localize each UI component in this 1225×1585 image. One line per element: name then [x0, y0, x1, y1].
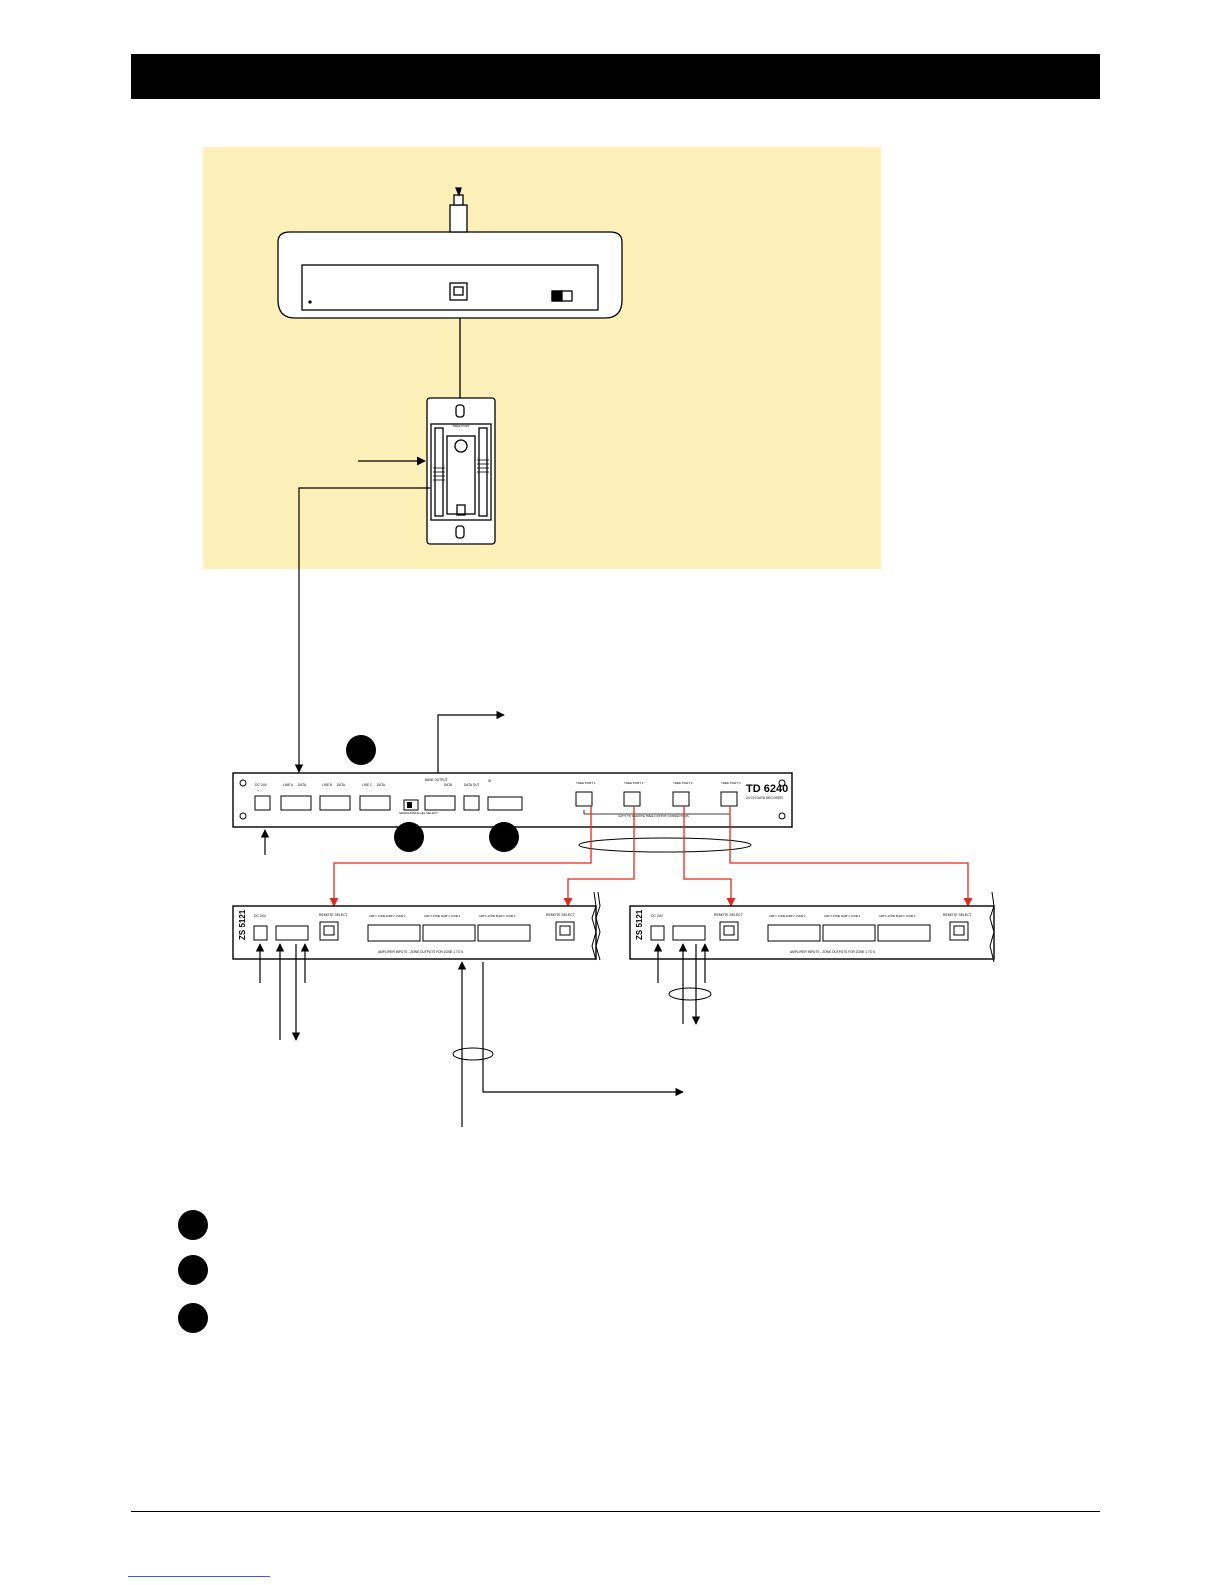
td-subtitle: 24 CH DATA DECODER	[746, 796, 783, 800]
wall-plate	[426, 397, 496, 545]
zs-left-model: ZS 5121	[238, 909, 247, 940]
legend-bullet-3	[178, 1303, 208, 1333]
yellow-zone-panel	[203, 147, 881, 569]
td-dc-polarity: + -	[257, 789, 261, 793]
zs-right-in-9: ZONE 5	[888, 914, 898, 918]
zs-left-remote-right: REMOTE SELECT	[546, 913, 575, 917]
td-terminal-5: DATA	[377, 783, 386, 787]
console-unit	[277, 231, 623, 319]
td-terminal-1: DATA	[298, 783, 307, 787]
zs-left-in-9: ZONE 5	[488, 914, 498, 918]
td-port-2: TREE PORT 2	[624, 781, 644, 785]
td-terminal-0: LINE A	[283, 783, 294, 787]
zs-left-in-11: ZONE 6	[506, 914, 516, 918]
td-port-1: TREE PORT 1	[576, 781, 596, 785]
wall-plate-label: TREE PORT	[452, 424, 469, 428]
td-dataout-label: DATA OUT	[464, 783, 480, 787]
header-bar	[131, 54, 1100, 99]
right-cable-ellipse	[668, 987, 712, 1001]
td-model: TD 6240	[746, 783, 788, 795]
zs-right-in-0: AMP 1	[769, 914, 777, 918]
gooseneck-mic-icon	[449, 187, 468, 233]
zs-left-in-3: ZONE 2	[396, 914, 406, 918]
left-cable-ellipse	[452, 1047, 494, 1061]
td-dc-label: DC 24V	[255, 783, 268, 787]
footer-link-underline[interactable]	[128, 1576, 270, 1577]
td-port-4: TREE PORT 4	[721, 781, 741, 785]
zs-right-in-5: ZONE 3	[833, 914, 843, 918]
zs-left-in-2: AMP 2	[387, 914, 395, 918]
td-terminal-3: DATA	[337, 783, 346, 787]
zs-left-in-6: AMP 4	[442, 914, 450, 918]
zs-left-in-8: AMP 5	[479, 914, 487, 918]
footer-rule	[131, 1511, 1100, 1512]
zs5121-left-panel: ZS 5121 DC 24V REMOTE SELECT REMOTE SELE…	[232, 905, 597, 960]
zs-left-bottom-label: AMPLIFIER INPUTS - ZONE OUTPUTS FOR ZONE…	[378, 950, 463, 954]
zs-right-in-10: AMP 6	[897, 914, 905, 918]
zs-left-remote: REMOTE SELECT	[319, 913, 348, 917]
zs-right-remote: REMOTE SELECT	[714, 913, 743, 917]
zs-right-bottom-label: AMPLIFIER INPUTS - ZONE OUTPUTS FOR ZONE…	[790, 950, 875, 954]
cable-bundle-ellipse	[578, 837, 752, 853]
td-select-label: SERIAL/PARALLEL SELECT	[399, 811, 438, 815]
td-port-note: CAT 5 TO REMOTE TREE OUTPUT CONNECTORS	[618, 814, 689, 818]
td-switch-label: ID	[488, 779, 492, 783]
zs-left-in-10: AMP 6	[497, 914, 505, 918]
zs-right-in-1: ZONE 1	[778, 914, 788, 918]
callout-circle-2	[394, 822, 424, 852]
zs-right-in-7: ZONE 4	[851, 914, 861, 918]
zs5121-right-panel: ZS 5121 DC 24V REMOTE SELECT REMOTE SELE…	[629, 905, 995, 960]
zs-right-model: ZS 5121	[635, 909, 644, 940]
legend-bullet-2	[178, 1255, 208, 1285]
zs-right-in-4: AMP 3	[824, 914, 832, 918]
zs-right-in-6: AMP 4	[842, 914, 850, 918]
zs-left-in-0: AMP 1	[369, 914, 377, 918]
zs-left-in-1: ZONE 1	[378, 914, 388, 918]
zs-right-dc: DC 24V	[651, 914, 664, 918]
zs-left-in-4: AMP 3	[424, 914, 432, 918]
td6240-panel: TD 6240 24 CH DATA DECODER DC 24V + - LI…	[232, 772, 793, 828]
td-data-label: DATA	[444, 783, 453, 787]
zs-left-in-5: ZONE 3	[433, 914, 443, 918]
zs-right-in-8: AMP 5	[879, 914, 887, 918]
zs-left-dc: DC 24V	[254, 914, 267, 918]
zs-left-in-7: ZONE 4	[451, 914, 461, 918]
legend-bullet-1	[178, 1210, 208, 1240]
callout-circle-3	[489, 822, 519, 852]
callout-circle-1	[346, 735, 376, 765]
zs-right-in-11: ZONE 6	[906, 914, 916, 918]
td-terminal-4: LINE C	[362, 783, 373, 787]
zs-right-remote-right: REMOTE SELECT	[943, 913, 972, 917]
zs-right-in-2: AMP 2	[787, 914, 795, 918]
zs-right-in-3: ZONE 2	[796, 914, 806, 918]
td-base-label: BASE OUTPUT	[425, 778, 448, 782]
td-port-3: TREE PORT 3	[673, 781, 693, 785]
td-terminal-2: LINE B	[322, 783, 332, 787]
